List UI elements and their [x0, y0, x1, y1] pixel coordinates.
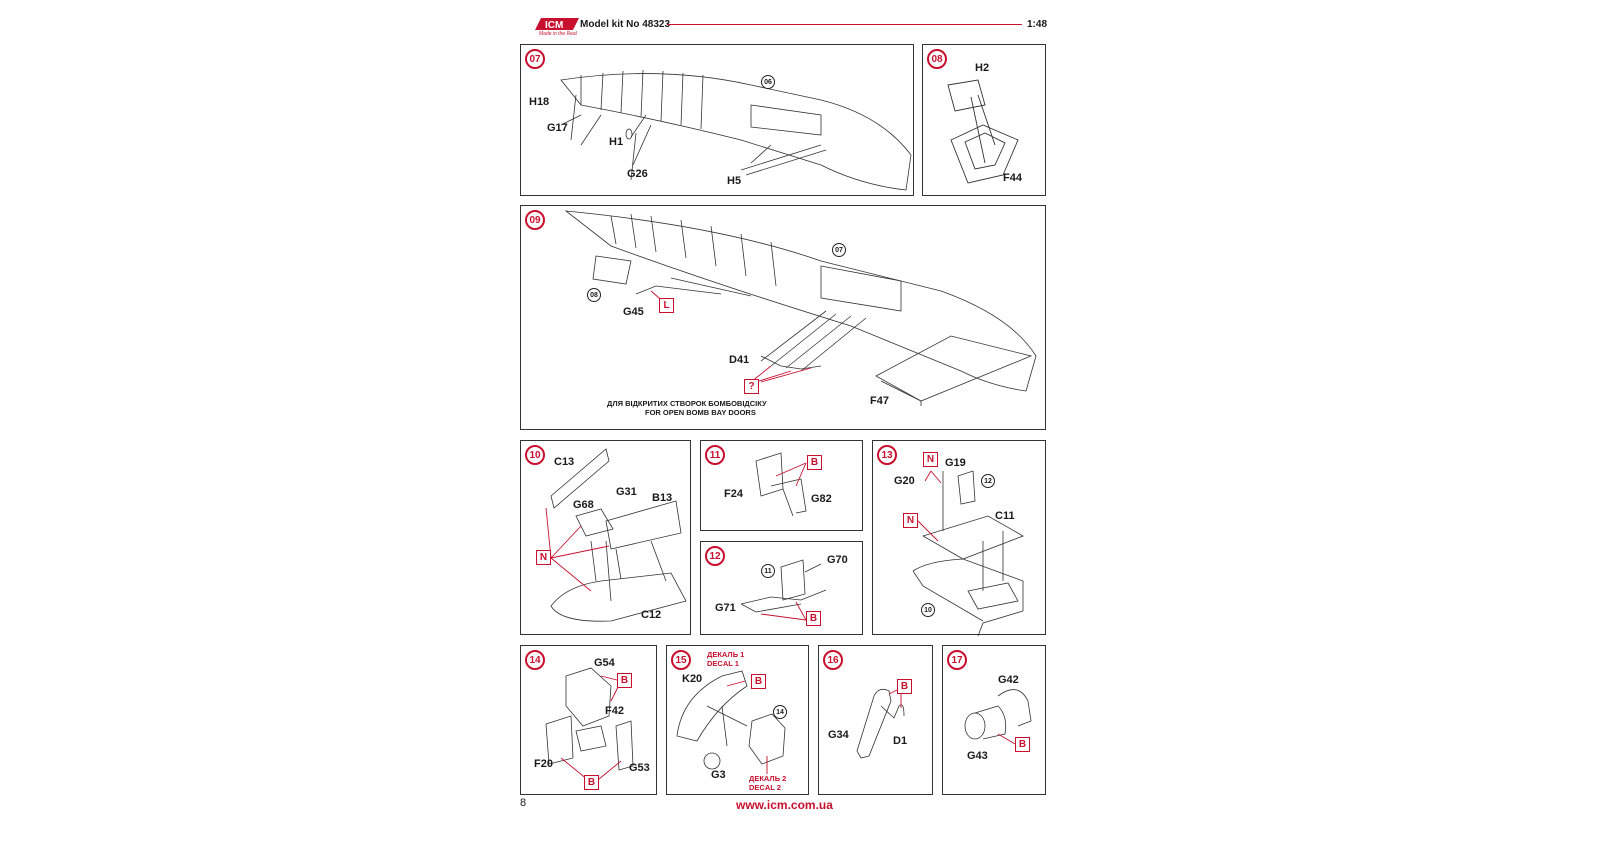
tag-N-top: N: [923, 452, 938, 467]
step-13-panel: 13 N G19 G20 12 N C11 10: [872, 440, 1046, 637]
tag-B: B: [1015, 737, 1030, 752]
decal1-en: DECAL 1: [707, 659, 739, 668]
step-07-panel: 07 06 H18 G17 H1 G26 H5: [520, 44, 914, 196]
part-G19: G19: [945, 457, 966, 469]
part-G70: G70: [827, 554, 848, 566]
part-K20: K20: [682, 673, 703, 685]
part-C11: C11: [995, 510, 1015, 522]
part-G34: G34: [828, 729, 849, 741]
part-G68: G68: [573, 499, 594, 511]
tag-B: B: [806, 611, 821, 626]
part-H5: H5: [727, 175, 742, 187]
step-14-drawing: [545, 667, 634, 785]
step-11-panel: 11 B F24 G82: [700, 440, 863, 531]
step-number: 07: [525, 49, 545, 69]
step-number: 08: [927, 49, 947, 69]
tag-B: B: [897, 679, 912, 694]
step-number: 09: [525, 210, 545, 230]
part-D41: D41: [729, 354, 750, 366]
ref-step-14: 14: [773, 705, 787, 719]
part-G82: G82: [811, 493, 832, 505]
decal2-ua: ДЕКАЛЬ 2: [749, 774, 787, 783]
part-H1: H1: [609, 136, 624, 148]
step-12-panel: 12 11 G70 G71 B: [700, 541, 863, 635]
step-15-panel: 15 ДЕКАЛЬ 1 DECAL 1 K20 B 14 G3 ДЕКАЛЬ 2…: [666, 645, 809, 795]
step-15-drawing: [676, 670, 786, 774]
part-F42: F42: [605, 705, 624, 717]
step-10-drawing: [545, 448, 687, 622]
part-C13: C13: [554, 456, 575, 468]
step-number: 16: [823, 650, 843, 670]
step-number: 14: [525, 650, 545, 670]
step-number: 17: [947, 650, 967, 670]
part-G53: G53: [629, 762, 650, 774]
step-number: 12: [705, 546, 725, 566]
tag-B: B: [807, 455, 822, 470]
note-english: FOR OPEN BOMB BAY DOORS: [645, 408, 756, 417]
step-14-panel: 14 G54 B F42 F20 G53 B: [520, 645, 657, 795]
tag-L: L: [659, 298, 674, 313]
part-F47: F47: [870, 395, 889, 407]
tag-B-bottom: B: [584, 775, 599, 790]
step-17-panel: 17 G42 B G43: [942, 645, 1046, 795]
tag-B-top: B: [617, 673, 632, 688]
ref-step-12: 12: [981, 474, 995, 488]
ref-step-08: 08: [587, 288, 601, 302]
step-07-drawing: [560, 69, 912, 191]
part-G17: G17: [547, 122, 568, 134]
tag-N: N: [536, 550, 551, 565]
ref-step-10: 10: [921, 603, 935, 617]
note-ukrainian: ДЛЯ ВІДКРИТИХ СТВОРОК БОМБОВІДСІКУ: [607, 399, 767, 408]
step-number: 15: [671, 650, 691, 670]
part-H2: H2: [975, 62, 990, 74]
website-url[interactable]: www.icm.com.ua: [736, 798, 833, 812]
tag-N-left: N: [903, 513, 918, 528]
step-13-drawing: [912, 470, 1024, 637]
part-F20: F20: [534, 758, 553, 770]
step-number: 11: [705, 445, 725, 465]
page-number: 8: [520, 797, 527, 809]
step-10-panel: 10 C13 G31 B13 G68 N C12: [520, 440, 691, 635]
ref-step-07: 07: [832, 243, 846, 257]
part-F44: F44: [1003, 172, 1022, 184]
step-16-drawing: [856, 687, 905, 759]
decal1-ua: ДЕКАЛЬ 1: [707, 650, 745, 659]
step-12-drawing: [740, 559, 827, 621]
icm-logo: ICM Made in the Real: [533, 14, 583, 40]
part-G45: G45: [623, 306, 644, 318]
tag-B: B: [751, 674, 766, 689]
scale-label: 1:48: [1027, 19, 1048, 30]
step-09-panel: 09 07 08 G45 L D41 ? F47 ДЛЯ ВІДКРИТИХ С…: [520, 205, 1046, 430]
part-F24: F24: [724, 488, 743, 500]
part-G20: G20: [894, 475, 915, 487]
step-number: 13: [877, 445, 897, 465]
part-H18: H18: [529, 96, 550, 108]
step-17-drawing: [964, 689, 1032, 745]
part-C12: C12: [641, 609, 662, 621]
step-11-drawing: [755, 452, 807, 517]
svg-text:ICM: ICM: [545, 20, 563, 31]
part-G3: G3: [711, 769, 726, 781]
step-number: 10: [525, 445, 545, 465]
part-G43: G43: [967, 750, 988, 762]
decal2-en: DECAL 2: [749, 783, 781, 792]
icm-logo-mark: ICM: [535, 18, 579, 31]
tag-question: ?: [744, 379, 759, 394]
part-B13: B13: [652, 492, 673, 504]
ref-step-06: 06: [761, 75, 775, 89]
brand-tagline: Made in the Real: [539, 31, 577, 37]
header-rule: [667, 24, 1022, 25]
ref-step-11: 11: [761, 564, 775, 578]
part-G31: G31: [616, 486, 637, 498]
step-08-drawing: [947, 79, 1019, 184]
part-G71: G71: [715, 602, 736, 614]
part-G26: G26: [627, 168, 648, 180]
model-kit-title: Model kit No 48323: [580, 19, 671, 30]
part-D1: D1: [893, 735, 908, 747]
step-09-drawing: [564, 210, 1037, 406]
part-G42: G42: [998, 674, 1019, 686]
part-G54: G54: [594, 657, 615, 669]
step-16-panel: 16 B G34 D1: [818, 645, 933, 795]
step-08-panel: 08 H2 F44: [922, 44, 1046, 196]
